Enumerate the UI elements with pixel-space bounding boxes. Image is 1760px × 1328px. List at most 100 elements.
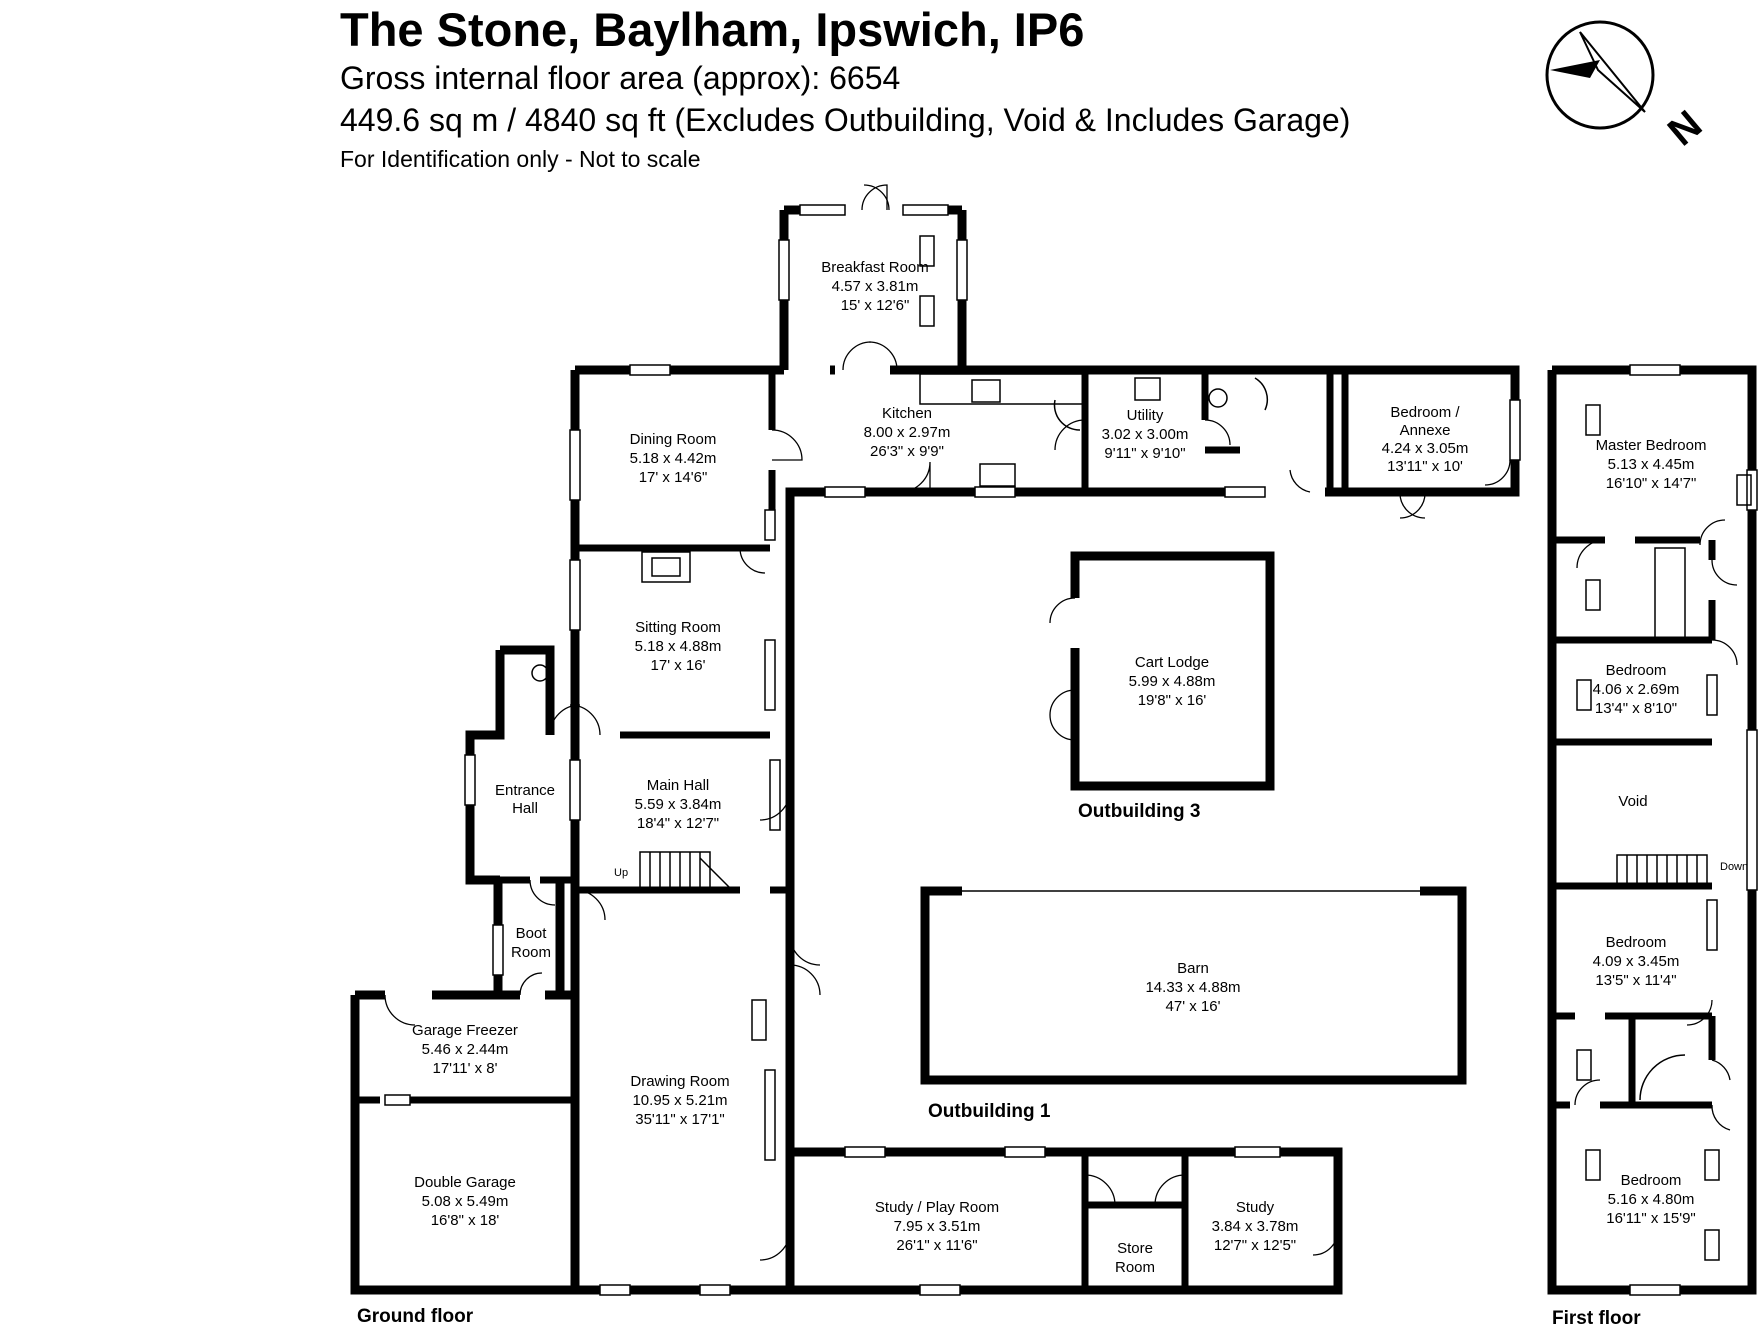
room-study-name: Study <box>1236 1199 1275 1216</box>
room-breakfast-imperial: 15' x 12'6" <box>841 297 910 314</box>
room-sitting-metric: 5.18 x 4.88m <box>635 638 722 655</box>
room-bedroom-2: Bedroom 4.06 x 2.69m 13'4" x 8'10" <box>1593 662 1680 717</box>
room-void-name: Void <box>1618 793 1647 810</box>
room-barn-name: Barn <box>1177 960 1209 977</box>
outbuilding-3-label: Outbuilding 3 <box>1078 801 1200 822</box>
room-annexe-metric: 4.24 x 3.05m <box>1382 440 1469 457</box>
room-entrance-name2: Hall <box>512 800 538 817</box>
room-cart-lodge: Cart Lodge 5.99 x 4.88m 19'8" x 16' <box>1129 654 1216 709</box>
area-measurement-line: 449.6 sq m / 4840 sq ft (Excludes Outbui… <box>340 102 1351 138</box>
room-bed3-name: Bedroom <box>1606 934 1667 951</box>
room-boot: Boot Room <box>511 925 551 961</box>
room-barn-imperial: 47' x 16' <box>1166 998 1221 1015</box>
room-sitting-imperial: 17' x 16' <box>651 657 706 674</box>
room-freezer-metric: 5.46 x 2.44m <box>422 1041 509 1058</box>
ground-floor-windows <box>384 204 1521 1296</box>
first-floor-windows <box>1629 364 1758 1296</box>
room-barn-metric: 14.33 x 4.88m <box>1145 979 1240 996</box>
first-floor-walls <box>1547 365 1757 1295</box>
room-dining-imperial: 17' x 14'6" <box>639 469 708 486</box>
room-kitchen: Kitchen 8.00 x 2.97m 26'3" x 9'9" <box>864 405 951 460</box>
room-mainhall-metric: 5.59 x 3.84m <box>635 796 722 813</box>
room-annexe: Bedroom / Annexe 4.24 x 3.05m 13'11" x 1… <box>1382 404 1469 475</box>
room-sitting-name: Sitting Room <box>635 619 721 636</box>
first-floor-stairs <box>1616 854 1708 886</box>
room-bed4-metric: 5.16 x 4.80m <box>1608 1191 1695 1208</box>
room-master-bedroom: Master Bedroom 5.13 x 4.45m 16'10" x 14'… <box>1596 437 1707 492</box>
room-annexe-imperial: 13'11" x 10' <box>1387 458 1463 475</box>
room-studyplay-name: Study / Play Room <box>875 1199 999 1216</box>
room-mainhall-name: Main Hall <box>647 777 710 794</box>
room-bed2-metric: 4.06 x 2.69m <box>1593 681 1680 698</box>
room-studyplay-metric: 7.95 x 3.51m <box>894 1218 981 1235</box>
room-entrance-hall: Entrance Hall <box>495 782 555 817</box>
room-garage-freezer: Garage Freezer 5.46 x 2.44m 17'11' x 8' <box>412 1022 518 1077</box>
room-annexe-name2: Annexe <box>1400 422 1451 439</box>
room-master-metric: 5.13 x 4.45m <box>1608 456 1695 473</box>
room-bed3-imperial: 13'5" x 11'4" <box>1595 972 1676 989</box>
outbuilding-1-label: Outbuilding 1 <box>928 1101 1051 1122</box>
room-kitchen-imperial: 26'3" x 9'9" <box>870 443 944 460</box>
barn-walls <box>920 886 1467 1085</box>
page-title: The Stone, Baylham, Ipswich, IP6 <box>340 3 1085 56</box>
room-entrance-name: Entrance <box>495 782 555 799</box>
first-floor-label: First floor <box>1552 1308 1641 1328</box>
room-freezer-name: Garage Freezer <box>412 1022 518 1039</box>
ground-floor-doors <box>384 184 1511 1261</box>
room-boot-name2: Room <box>511 944 551 961</box>
floor-area-line: Gross internal floor area (approx): 6654 <box>340 60 901 96</box>
room-utility: Utility 3.02 x 3.00m 9'11" x 9'10" <box>1102 407 1189 462</box>
room-boot-name: Boot <box>516 925 548 942</box>
room-garage-metric: 5.08 x 5.49m <box>422 1193 509 1210</box>
room-breakfast: Breakfast Room 4.57 x 3.81m 15' x 12'6" <box>821 259 929 314</box>
room-mainhall-imperial: 18'4" x 12'7" <box>637 815 719 832</box>
room-drawing-metric: 10.95 x 5.21m <box>632 1092 727 1109</box>
room-drawing-imperial: 35'11" x 17'1" <box>635 1111 725 1128</box>
room-utility-imperial: 9'11" x 9'10" <box>1104 445 1185 462</box>
room-bedroom-3: Bedroom 4.09 x 3.45m 13'5" x 11'4" <box>1593 934 1680 989</box>
room-dining-metric: 5.18 x 4.42m <box>630 450 717 467</box>
stairs-up-label: Up <box>614 867 628 879</box>
cart-lodge-walls <box>1049 551 1275 791</box>
room-cartlodge-metric: 5.99 x 4.88m <box>1129 673 1216 690</box>
room-sitting: Sitting Room 5.18 x 4.88m 17' x 16' <box>635 619 722 674</box>
ground-floor-walls <box>350 205 1520 1295</box>
room-bed4-imperial: 16'11" x 15'9" <box>1606 1210 1696 1227</box>
room-kitchen-name: Kitchen <box>882 405 932 422</box>
room-bedroom-4: Bedroom 5.16 x 4.80m 16'11" x 15'9" <box>1606 1172 1696 1227</box>
room-bed2-name: Bedroom <box>1606 662 1667 679</box>
first-floor-fittings <box>1576 404 1752 1261</box>
ground-floor-label: Ground floor <box>357 1306 474 1327</box>
room-studyplay-imperial: 26'1" x 11'6" <box>896 1237 977 1254</box>
room-bed2-imperial: 13'4" x 8'10" <box>1595 700 1677 717</box>
room-store-name: Store <box>1117 1240 1153 1257</box>
first-floor-doors <box>1574 519 1738 1131</box>
stairs-down-label: Down <box>1720 861 1748 873</box>
room-void: Void <box>1618 793 1647 810</box>
room-breakfast-name: Breakfast Room <box>821 259 929 276</box>
room-master-imperial: 16'10" x 14'7" <box>1606 475 1697 492</box>
room-cartlodge-imperial: 19'8" x 16' <box>1138 692 1207 709</box>
room-barn: Barn 14.33 x 4.88m 47' x 16' <box>1145 960 1240 1015</box>
room-cartlodge-name: Cart Lodge <box>1135 654 1209 671</box>
room-dining-name: Dining Room <box>630 431 717 448</box>
room-study-imperial: 12'7" x 12'5" <box>1214 1237 1296 1254</box>
room-garage-imperial: 16'8" x 18' <box>431 1212 500 1229</box>
room-study-play: Study / Play Room 7.95 x 3.51m 26'1" x 1… <box>875 1199 999 1254</box>
room-store-name2: Room <box>1115 1259 1155 1276</box>
disclaimer-line: For Identification only - Not to scale <box>340 146 701 172</box>
room-drawing: Drawing Room 10.95 x 5.21m 35'11" x 17'1… <box>630 1073 729 1128</box>
compass-icon: N <box>1545 20 1710 155</box>
room-annexe-name: Bedroom / <box>1390 404 1460 421</box>
room-study: Study 3.84 x 3.78m 12'7" x 12'5" <box>1212 1199 1299 1254</box>
room-breakfast-metric: 4.57 x 3.81m <box>832 278 919 295</box>
fittings <box>531 235 1269 1041</box>
room-dining: Dining Room 5.18 x 4.42m 17' x 14'6" <box>630 431 717 486</box>
room-utility-metric: 3.02 x 3.00m <box>1102 426 1189 443</box>
room-main-hall: Main Hall 5.59 x 3.84m 18'4" x 12'7" <box>635 777 722 832</box>
room-freezer-imperial: 17'11' x 8' <box>432 1060 497 1077</box>
room-bed4-name: Bedroom <box>1621 1172 1682 1189</box>
room-bed3-metric: 4.09 x 3.45m <box>1593 953 1680 970</box>
room-kitchen-metric: 8.00 x 2.97m <box>864 424 951 441</box>
